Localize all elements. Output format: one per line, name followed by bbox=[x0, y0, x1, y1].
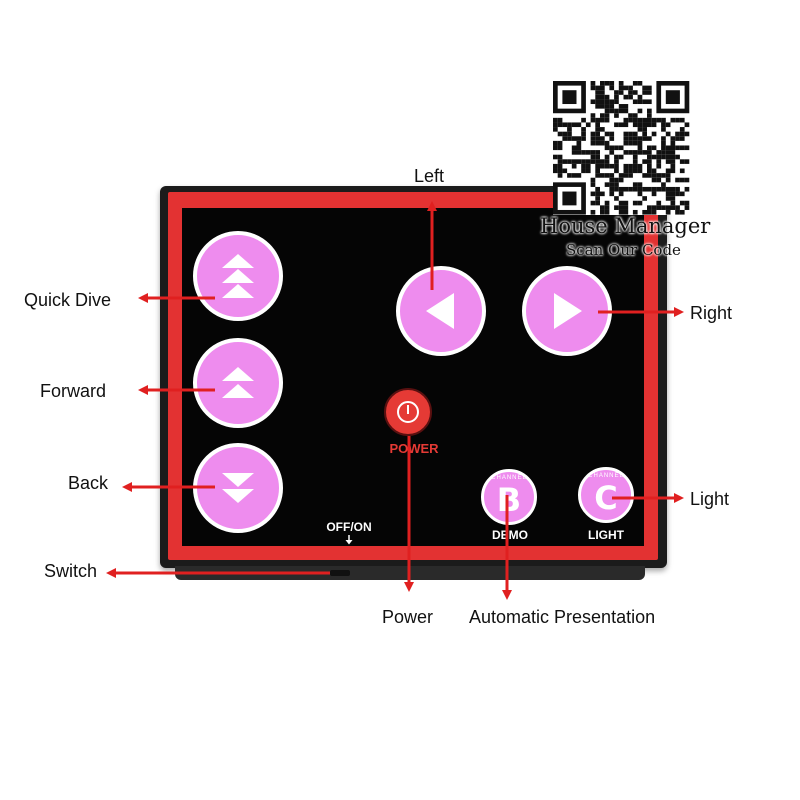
power-label: POWER bbox=[389, 441, 439, 456]
channel-label: CHANNEL bbox=[491, 475, 527, 481]
quick-dive-button[interactable] bbox=[193, 231, 283, 321]
qr-code bbox=[553, 81, 690, 215]
channel-c-letter: C bbox=[594, 479, 618, 517]
right-button[interactable] bbox=[522, 266, 612, 356]
brand-subtitle: Scan Our Code bbox=[566, 241, 681, 259]
down-arrow-icon bbox=[345, 535, 353, 545]
channel-b-button[interactable]: CHANNEL B bbox=[481, 469, 537, 525]
left-button[interactable] bbox=[396, 266, 486, 356]
right-triangle-icon bbox=[554, 293, 582, 329]
annotation-right: Right bbox=[690, 303, 733, 323]
triple-up-arrow-icon bbox=[222, 254, 254, 298]
channel-label: CHANNEL bbox=[588, 473, 624, 479]
annotation-automatic-presentation: Automatic Presentation bbox=[469, 607, 656, 627]
annotation-power: Power bbox=[382, 607, 434, 627]
light-label: LIGHT bbox=[588, 528, 624, 542]
channel-c-button[interactable]: CHANNEL C bbox=[578, 467, 634, 523]
channel-b-letter: B bbox=[496, 481, 522, 519]
demo-label: DEMO bbox=[492, 528, 528, 542]
annotation-back: Back bbox=[68, 473, 109, 493]
power-icon bbox=[397, 401, 419, 423]
switch-label: OFF/ON bbox=[326, 520, 372, 534]
double-up-arrow-icon bbox=[222, 367, 254, 398]
annotation-light: Light bbox=[690, 489, 730, 509]
left-triangle-icon bbox=[426, 293, 454, 329]
annotation-switch: Switch bbox=[44, 561, 98, 581]
brand-title: House Manager bbox=[540, 214, 711, 238]
annotation-left: Left bbox=[414, 166, 445, 186]
annotation-quick-dive: Quick Dive bbox=[24, 290, 112, 310]
power-switch[interactable] bbox=[330, 570, 350, 576]
double-down-arrow-icon bbox=[222, 473, 254, 503]
forward-button[interactable] bbox=[193, 338, 283, 428]
annotation-forward: Forward bbox=[40, 381, 107, 401]
power-button[interactable] bbox=[384, 388, 432, 436]
